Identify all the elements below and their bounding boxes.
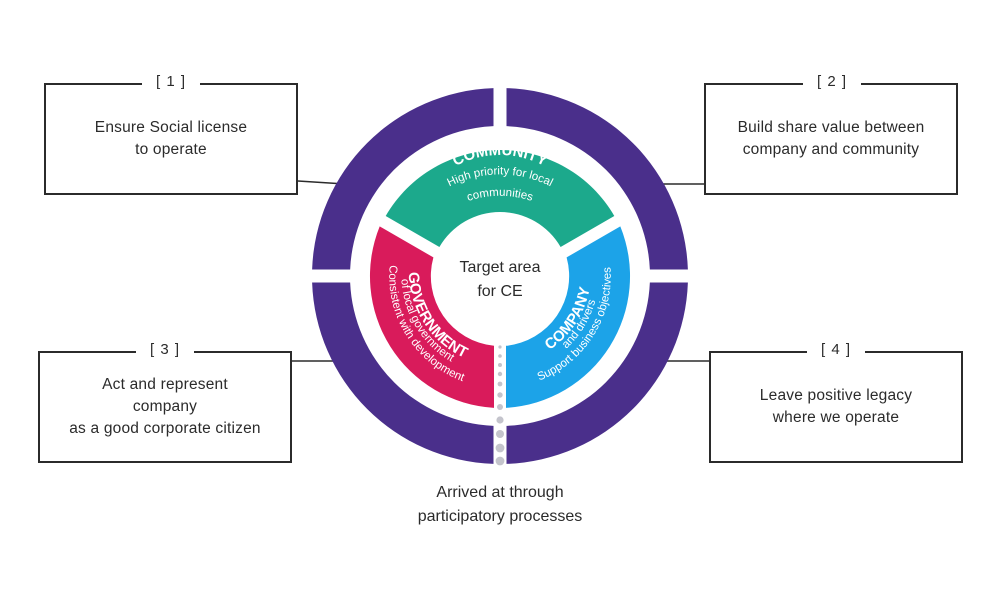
- government-segment: [369, 226, 494, 408]
- process-dot: [497, 381, 503, 387]
- box-3: Act and represent company as a good corp…: [38, 351, 292, 463]
- box-4-text: Leave positive legacy where we operate: [759, 387, 913, 426]
- community-desc-line2: communities: [466, 187, 535, 204]
- process-dot: [498, 345, 502, 349]
- box-4-number: [ 4 ]: [806, 341, 866, 358]
- company-segment: [506, 226, 631, 408]
- outer-ring: [312, 88, 688, 464]
- center-label-line2: for CE: [477, 283, 522, 300]
- process-dot: [498, 354, 502, 358]
- process-dot: [497, 371, 503, 377]
- process-dots: [495, 345, 505, 466]
- box-2-number: [ 2 ]: [802, 73, 862, 90]
- outer-ring-bottom-left: [312, 282, 494, 464]
- caption: Arrived at through participatory process…: [417, 484, 583, 525]
- process-dot: [498, 363, 502, 367]
- process-dot: [497, 404, 503, 410]
- box-2-text: Build share value between company and co…: [737, 119, 925, 158]
- box-2: Build share value between company and co…: [704, 83, 958, 195]
- process-dot: [495, 443, 505, 453]
- box-1-number: [ 1 ]: [141, 73, 201, 90]
- outer-ring-top-right: [506, 88, 688, 270]
- center-label-line1: Target area: [460, 259, 541, 276]
- community-segment: [385, 150, 615, 247]
- process-dot: [496, 416, 504, 424]
- box-4: Leave positive legacy where we operate: [709, 351, 963, 463]
- box-1: Ensure Social license to operate: [44, 83, 298, 195]
- svg-text:communities: communities: [466, 187, 535, 204]
- process-dot: [497, 392, 503, 398]
- process-dot: [495, 456, 505, 466]
- process-dot: [496, 430, 504, 438]
- box-3-text: Act and represent company as a good corp…: [69, 376, 261, 437]
- box-1-text: Ensure Social license to operate: [94, 119, 248, 158]
- box-3-number: [ 3 ]: [135, 341, 195, 358]
- outer-ring-bottom-right: [506, 282, 688, 464]
- outer-ring-top-left: [312, 88, 494, 270]
